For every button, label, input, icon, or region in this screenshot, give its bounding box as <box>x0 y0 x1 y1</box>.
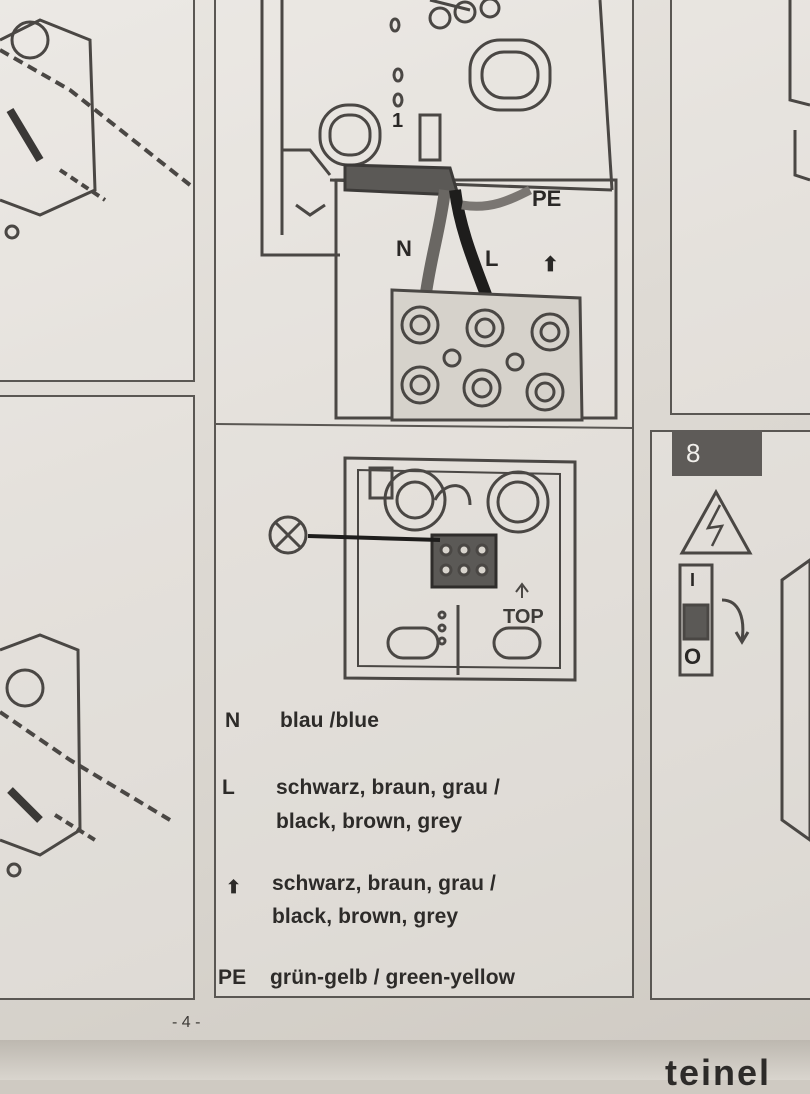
mounting-box-illustration <box>268 456 577 682</box>
legend-key-l: L <box>222 776 235 799</box>
left-bottom-panel <box>0 395 195 1000</box>
legend-text-ground-line1: schwarz, braun, grau / <box>272 872 496 895</box>
ground-arrow-icon: ⬆ <box>542 254 559 276</box>
next-sheet-edge <box>0 1040 810 1080</box>
legend-arrow-up-icon: ⬆ <box>226 877 242 897</box>
legend-text-pe: grün-gelb / green-yellow <box>270 966 516 989</box>
breaker-off-label: O <box>684 644 702 669</box>
breaker-on-label: I <box>690 570 696 590</box>
terminal-zoom-box <box>334 163 618 422</box>
right-step-illustrations <box>678 0 810 842</box>
right-top-panel <box>670 0 810 415</box>
next-sheet-text: teinel <box>665 1052 772 1093</box>
legend-text-l-line2: black, brown, grey <box>276 810 463 833</box>
left-top-panel <box>0 0 195 382</box>
step-number-badge: 8 <box>672 430 762 476</box>
legend-text-l-line1: schwarz, braun, grau / <box>276 776 500 799</box>
label-top: TOP <box>503 606 544 628</box>
label-l: L <box>485 246 499 271</box>
legend-text-ground-line2: black, brown, grey <box>272 905 459 928</box>
page-number: - 4 - <box>172 1014 201 1031</box>
label-pe: PE <box>532 186 562 211</box>
legend-text-n: blau /blue <box>280 709 380 732</box>
legend-key-pe: PE <box>218 966 247 989</box>
left-step-illustrations <box>0 18 192 878</box>
device-housing-illustration <box>260 0 614 257</box>
legend-key-n: N <box>225 709 241 732</box>
label-one: 1 <box>392 110 404 132</box>
label-n: N <box>396 236 412 261</box>
